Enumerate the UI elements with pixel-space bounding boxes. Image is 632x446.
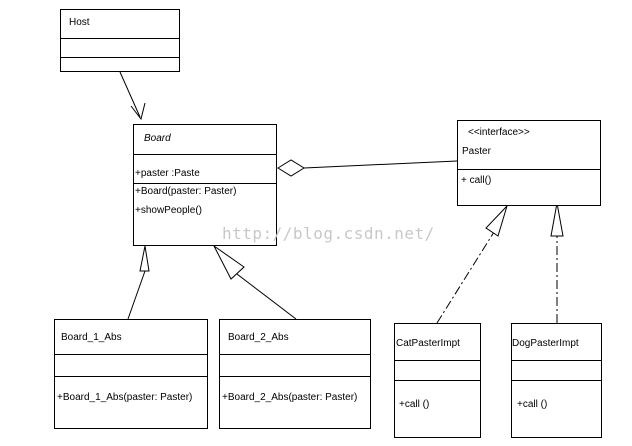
class-paster-interface: <<interface>> Paster + call() bbox=[457, 120, 601, 206]
class-board-1-abs-method: +Board_1_Abs(paster: Paster) bbox=[57, 392, 193, 403]
class-dog-paster-impt-method: +call () bbox=[517, 399, 548, 410]
class-board-2-abs-name: Board_2_Abs bbox=[228, 332, 289, 343]
class-board-attribute: +paster :Paste bbox=[135, 168, 200, 179]
class-host-divider-1 bbox=[61, 38, 179, 39]
class-board-1-abs-name: Board_1_Abs bbox=[61, 332, 122, 343]
class-board-divider-1 bbox=[134, 154, 276, 155]
class-cat-paster-impt-method: +call () bbox=[399, 399, 430, 410]
class-cat-paster-impt-divider-1 bbox=[395, 360, 480, 361]
class-paster-method: + call() bbox=[461, 175, 492, 186]
class-paster-stereotype: <<interface>> bbox=[468, 127, 530, 138]
class-host-divider-2 bbox=[61, 57, 179, 58]
cat-realization bbox=[436, 205, 508, 324]
class-board-method: +Board(paster: Paster) bbox=[135, 186, 237, 197]
class-host: Host bbox=[60, 9, 180, 72]
board1-generalization bbox=[127, 245, 150, 320]
class-board-2-abs-method: +Board_2_Abs(paster: Paster) bbox=[222, 392, 358, 403]
class-dog-paster-impt-name: DogPasterImpt bbox=[512, 338, 579, 349]
class-dog-paster-impt-divider-1 bbox=[512, 360, 601, 361]
class-board-method: +showPeople() bbox=[135, 205, 202, 216]
class-board-1-abs: Board_1_Abs +Board_1_Abs(paster: Paster) bbox=[54, 319, 208, 429]
class-board-name: Board bbox=[144, 133, 171, 144]
board2-generalization bbox=[213, 245, 297, 320]
class-board-1-abs-divider-2 bbox=[55, 376, 207, 377]
class-board: Board +paster :Paste +Board(paster: Past… bbox=[133, 124, 277, 246]
class-board-divider-2 bbox=[134, 183, 276, 184]
class-paster-divider bbox=[458, 169, 600, 170]
host-board-dependency bbox=[119, 71, 146, 121]
class-cat-paster-impt: CatPasterImpt +call () bbox=[394, 323, 481, 438]
class-board-2-abs-divider-1 bbox=[220, 354, 370, 355]
class-cat-paster-impt-divider-2 bbox=[395, 380, 480, 381]
class-dog-paster-impt-divider-2 bbox=[512, 380, 601, 381]
class-board-2-abs: Board_2_Abs +Board_2_Abs(paster: Paster) bbox=[219, 319, 371, 429]
class-board-2-abs-divider-2 bbox=[220, 376, 370, 377]
class-cat-paster-impt-name: CatPasterImpt bbox=[396, 338, 460, 349]
class-board-1-abs-divider-1 bbox=[55, 354, 207, 355]
dog-realization bbox=[550, 202, 564, 323]
class-host-name: Host bbox=[69, 17, 90, 28]
watermark-text: http://blog.csdn.net/ bbox=[222, 224, 435, 243]
class-dog-paster-impt: DogPasterImpt +call () bbox=[511, 323, 602, 438]
board-paster-aggregation bbox=[277, 159, 458, 177]
class-paster-name: Paster bbox=[462, 146, 491, 157]
